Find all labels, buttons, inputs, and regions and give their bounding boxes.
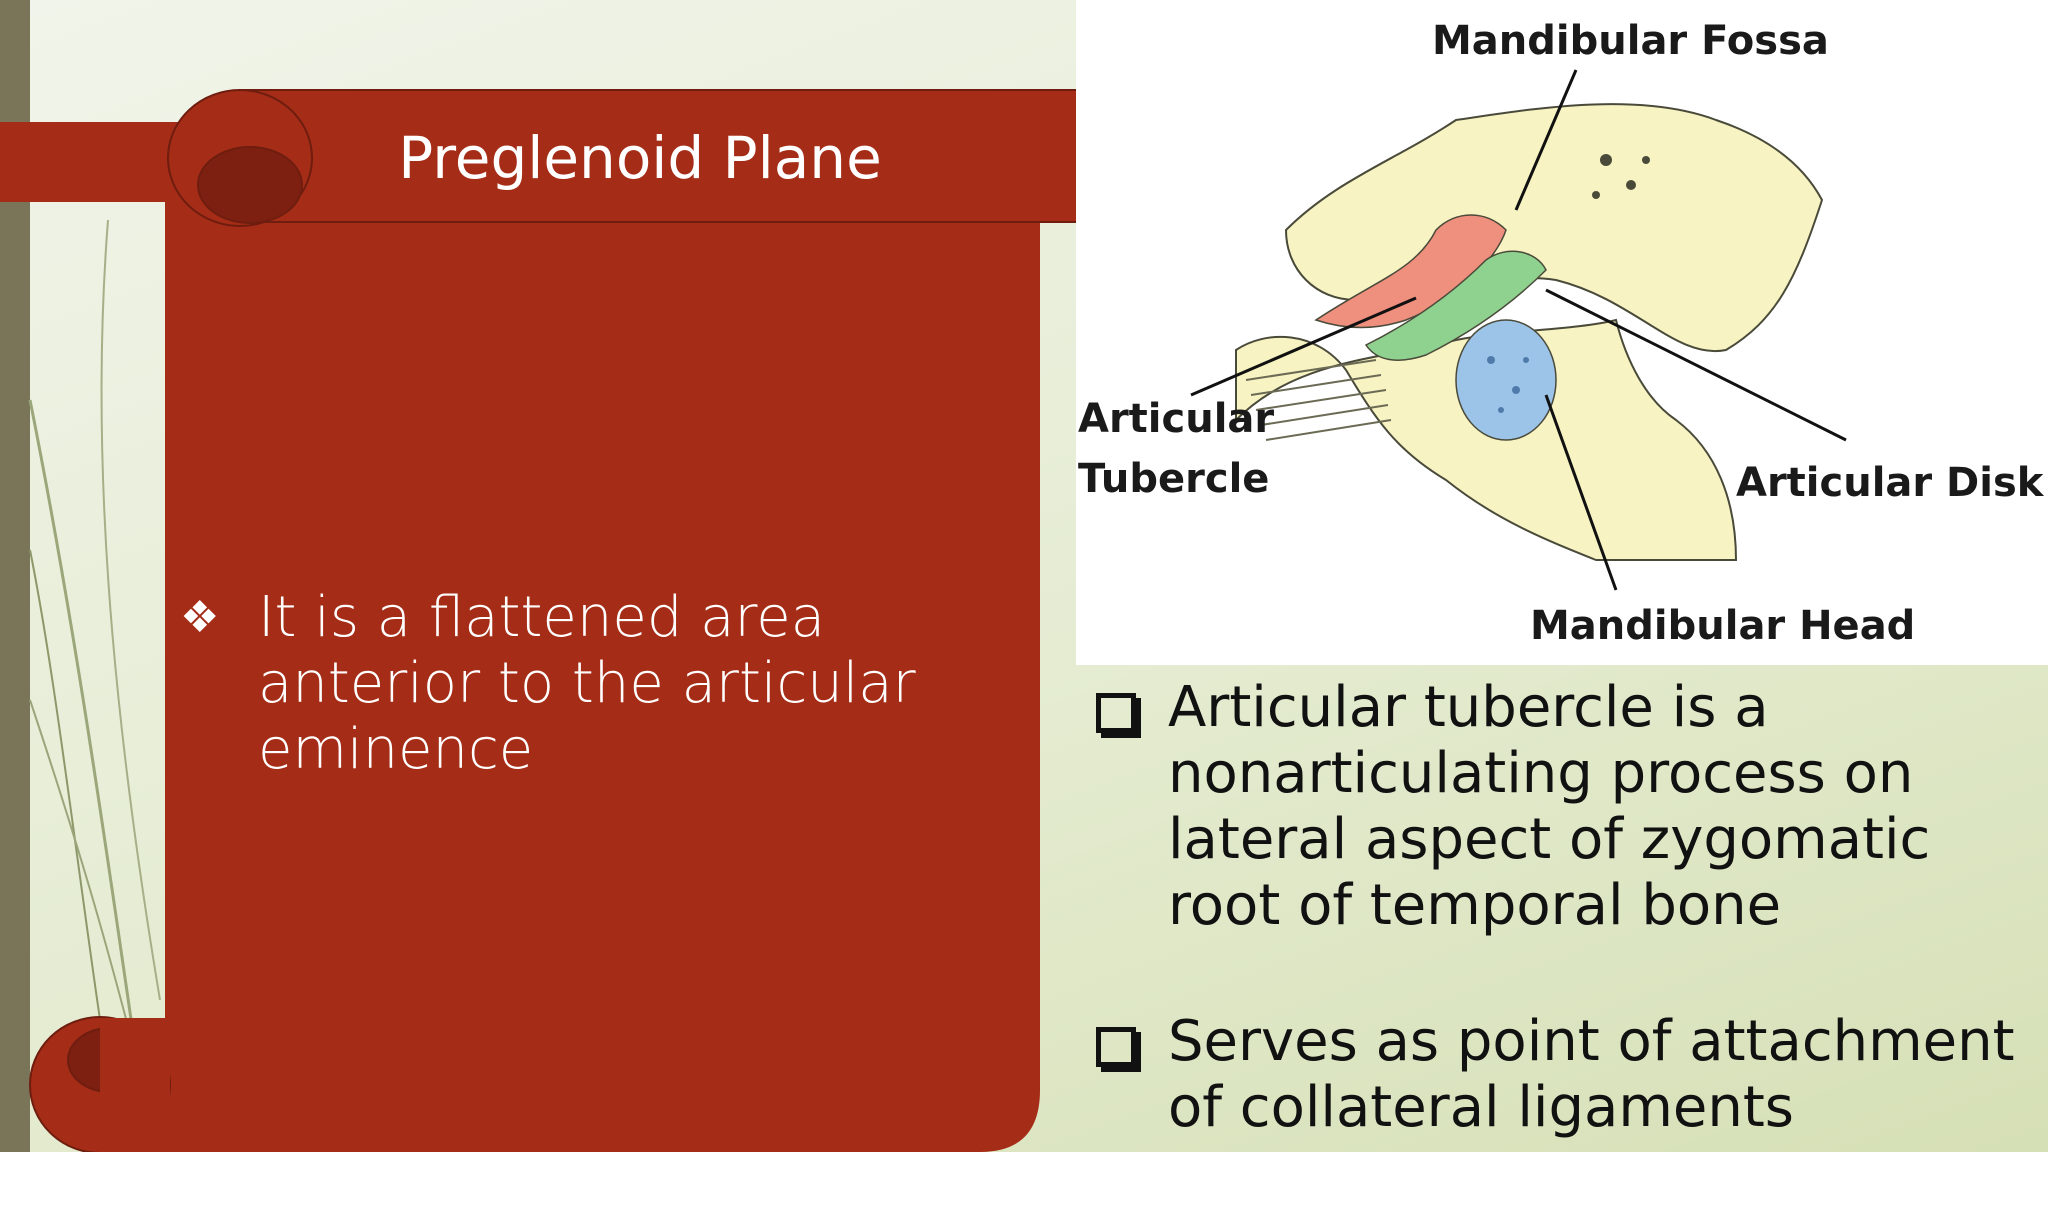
checkbox-bullet-icon xyxy=(1096,693,1136,733)
label-mandibular-fossa: Mandibular Fossa xyxy=(1432,18,1829,64)
slide-title: Preglenoid Plane xyxy=(398,124,882,192)
label-articular-tubercle-line1: Articular xyxy=(1078,396,1275,442)
label-articular-tubercle-line2: Tubercle xyxy=(1078,456,1270,502)
right-bullet-text: Articular tubercle is a nonarticulating … xyxy=(1168,675,1931,938)
left-bullet: ❖ It is a flattened area anterior to the… xyxy=(180,585,1000,783)
tmj-anatomy-figure: Mandibular Fossa Articular Tubercle Arti… xyxy=(1076,0,2048,665)
right-bullet-text: Serves as point of attachment of collate… xyxy=(1168,1009,2015,1140)
left-bullet-text: It is a flattened area anterior to the a… xyxy=(258,585,916,782)
label-articular-disk: Articular Disk xyxy=(1736,460,2044,506)
scroll-banner xyxy=(0,89,1174,1152)
tmj-illustration xyxy=(1190,69,1847,591)
checkbox-bullet-icon xyxy=(1096,1027,1136,1067)
label-mandibular-head: Mandibular Head xyxy=(1530,603,1916,649)
right-bullet-item: Articular tubercle is a nonarticulating … xyxy=(1090,675,2020,939)
right-bullet-list: Articular tubercle is a nonarticulating … xyxy=(1090,675,2020,1211)
right-bullet-item: Serves as point of attachment of collate… xyxy=(1090,1009,2020,1141)
diamond-bullet-icon: ❖ xyxy=(180,592,220,643)
